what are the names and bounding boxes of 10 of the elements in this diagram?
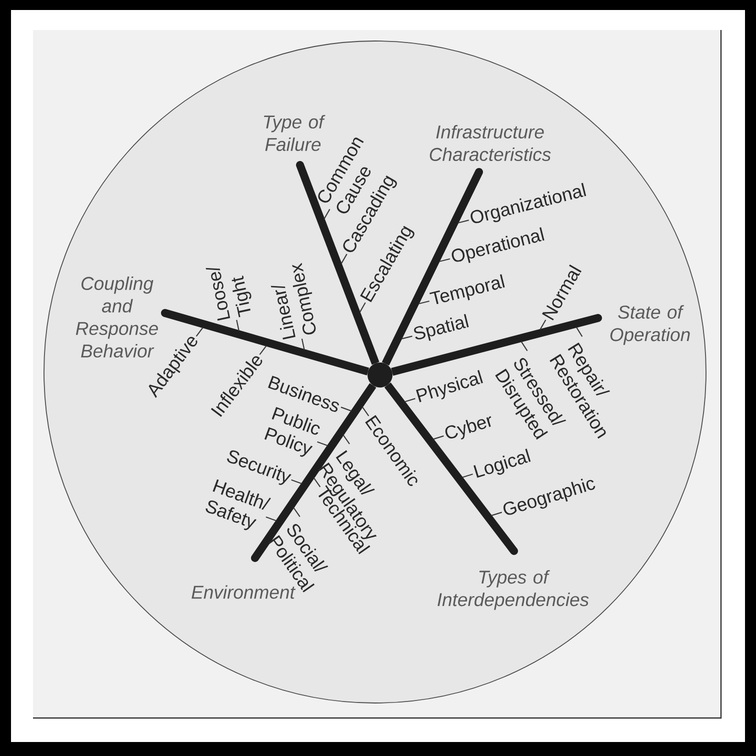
tick-label: Temporal	[430, 274, 505, 304]
tick-label: Spatial	[414, 314, 469, 341]
dimension-title: Infrastructure Characteristics	[430, 124, 551, 162]
tick-label: Logical	[474, 448, 531, 478]
dimension-title: Types of Interdependencies	[438, 570, 589, 610]
dimension-title: Type of Failure	[264, 114, 326, 152]
tick-label: Cyber	[445, 416, 492, 440]
dimension-title: State of Operation	[610, 305, 690, 345]
tick-label: Loose/ Tight	[206, 268, 252, 321]
tick-label: Linear/ Complex	[270, 262, 316, 340]
